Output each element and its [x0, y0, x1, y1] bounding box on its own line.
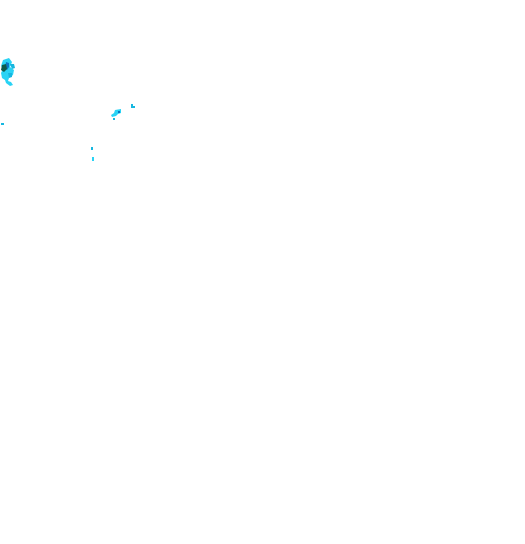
feature-cluster-mid: [111, 109, 121, 120]
feature-cluster-main: [1, 58, 15, 86]
feature-speck: [1, 123, 4, 125]
feature-patch: [1, 64, 7, 72]
feature-speck: [91, 147, 93, 150]
feature-speck: [118, 111, 120, 113]
feature-speck: [113, 118, 115, 120]
feature-patch: [8, 73, 12, 78]
feature-speck: [92, 157, 94, 161]
feature-speck: [131, 104, 135, 108]
feature-patch: [1, 58, 14, 86]
feature-patch: [10, 64, 15, 69]
